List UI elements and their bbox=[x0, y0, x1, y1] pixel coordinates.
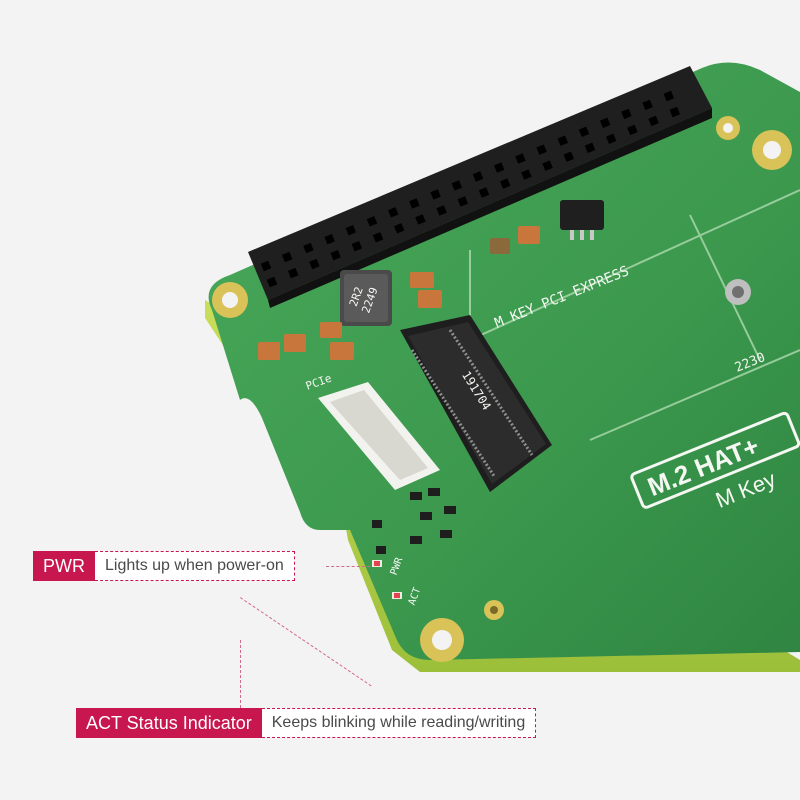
header-pin-hole bbox=[521, 169, 532, 180]
ic-chip bbox=[560, 200, 604, 240]
slot-divider bbox=[689, 214, 761, 361]
header-pin-hole bbox=[599, 117, 611, 129]
header-pin-hole bbox=[536, 144, 547, 155]
header-pin-hole bbox=[493, 162, 505, 173]
act-leader-line-vertical bbox=[240, 640, 241, 708]
header-pin-hole bbox=[281, 251, 293, 263]
header-pin-hole bbox=[578, 126, 590, 138]
pwr-led bbox=[372, 560, 382, 567]
svg-text:2R2: 2R2 bbox=[347, 285, 366, 308]
header-pin-hole bbox=[351, 240, 363, 252]
header-pin-hole bbox=[621, 108, 632, 120]
header-pin-hole bbox=[557, 135, 569, 146]
pcb-board bbox=[208, 62, 800, 660]
gpio-header bbox=[248, 66, 712, 308]
header-pin-hole bbox=[387, 207, 399, 218]
header-pin-hole bbox=[324, 233, 335, 245]
header-pin-hole bbox=[309, 258, 320, 270]
header-pin-hole bbox=[648, 115, 659, 127]
header-pin-hole bbox=[260, 260, 272, 272]
act-callout-description: Keeps blinking while reading/writing bbox=[261, 708, 537, 738]
smd-parts bbox=[372, 488, 456, 554]
header-pin-hole bbox=[478, 187, 490, 198]
slot-outline-bottom bbox=[589, 349, 800, 441]
capacitors bbox=[258, 226, 540, 360]
header-pin-hole bbox=[515, 153, 526, 164]
header-pin-hole bbox=[472, 171, 484, 182]
header-pin-hole bbox=[393, 223, 405, 234]
header-pin-hole bbox=[436, 205, 447, 216]
header-pin-hole bbox=[663, 90, 675, 102]
header-pin-hole bbox=[563, 151, 575, 162]
header-pin-hole bbox=[366, 216, 378, 227]
header-pin-hole bbox=[451, 180, 463, 191]
header-pin-hole bbox=[430, 189, 441, 200]
mounting-holes bbox=[212, 116, 792, 662]
header-pin-hole bbox=[266, 276, 278, 288]
header-pin-hole bbox=[345, 224, 357, 236]
pwr-callout-description: Lights up when power-on bbox=[95, 551, 295, 581]
pwr-callout-title: PWR bbox=[33, 551, 95, 581]
header-pin-hole bbox=[330, 249, 341, 261]
m2-connector: 191704 bbox=[400, 315, 552, 492]
header-pin-hole bbox=[542, 160, 553, 171]
pwr-leader-line bbox=[326, 566, 370, 567]
header-pin-hole bbox=[669, 106, 681, 118]
act-callout: ACT Status Indicator Keeps blinking whil… bbox=[76, 708, 537, 738]
header-pin-hole bbox=[303, 242, 314, 254]
slot-outline-top bbox=[469, 189, 800, 341]
header-pin-hole bbox=[415, 214, 426, 225]
header-pin-hole bbox=[499, 178, 511, 189]
header-pin-hole bbox=[287, 267, 299, 279]
inductor: 2R2 2249 bbox=[340, 270, 392, 326]
header-pin-hole bbox=[409, 198, 420, 209]
header-pin-hole bbox=[457, 196, 469, 207]
header-pin-hole bbox=[642, 99, 653, 111]
act-led bbox=[392, 592, 402, 599]
act-callout-title: ACT Status Indicator bbox=[76, 708, 262, 738]
pwr-callout: PWR Lights up when power-on bbox=[33, 551, 295, 581]
header-pin-hole bbox=[372, 232, 384, 243]
header-pin-hole bbox=[605, 133, 617, 145]
header-pin-hole bbox=[584, 142, 596, 154]
header-pin-hole bbox=[627, 124, 638, 136]
